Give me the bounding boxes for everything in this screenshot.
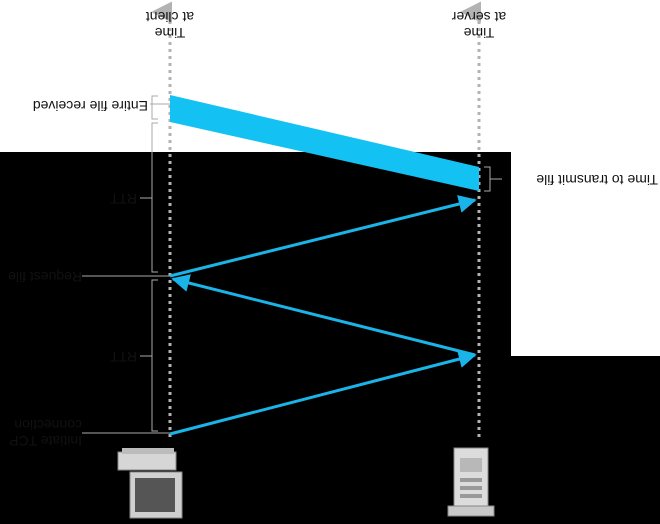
request-file-label: Request file	[8, 269, 82, 285]
initiate-label-line2: connection	[14, 417, 82, 433]
request-arrow	[169, 195, 477, 278]
received-bracket	[151, 95, 158, 120]
rtt-label-2: RTT	[110, 191, 137, 207]
rtt-label-1: RTT	[110, 349, 137, 365]
server-time-label: Time	[463, 25, 494, 41]
server-tower-icon	[447, 447, 495, 517]
syn-arrow	[169, 350, 477, 436]
background-panel-top	[0, 356, 660, 524]
file-received-label: Entire file received	[33, 98, 148, 114]
client-time-label: Time	[154, 25, 185, 41]
server-location-label: at server	[451, 9, 506, 25]
synack-arrow	[171, 274, 476, 357]
transmit-time-label: Time to transmit file	[536, 172, 658, 188]
initiate-label-line1: Initiate TCP	[9, 433, 82, 449]
client-computer-icon	[117, 448, 183, 519]
client-location-label: at client	[146, 9, 194, 25]
file-transmission-band	[170, 95, 479, 191]
